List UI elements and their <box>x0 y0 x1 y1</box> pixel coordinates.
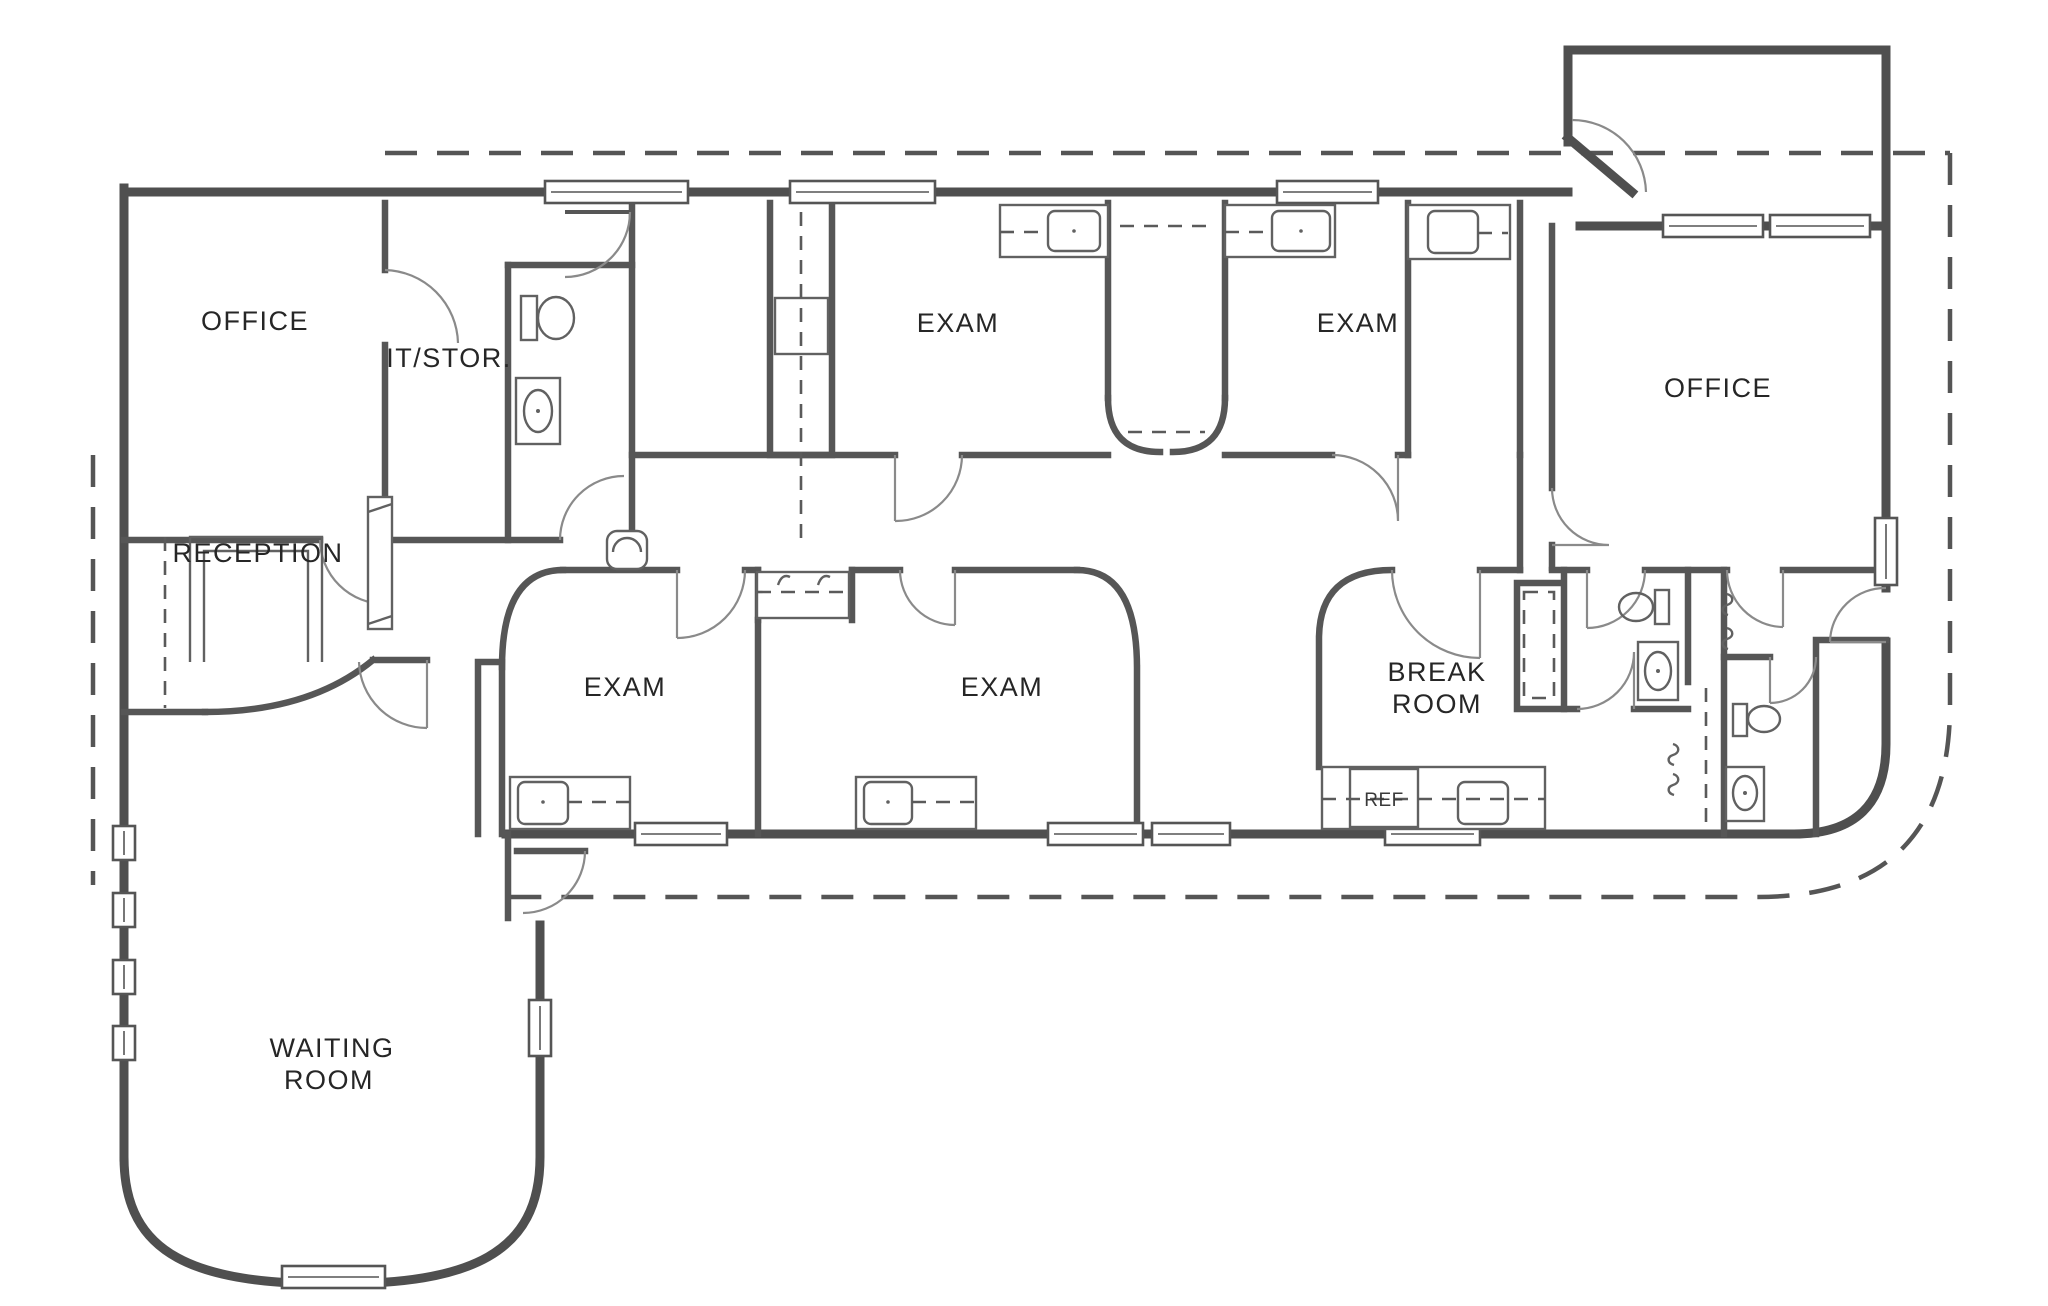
utility-closet-cabinet <box>773 212 830 548</box>
door-arc-hall-right-1 <box>1585 569 1647 630</box>
door-arc-right-exterior <box>1828 586 1887 644</box>
window-left-3 <box>111 958 137 996</box>
wall-vestibule <box>1563 45 1891 231</box>
room-label-exam-top-left: EXAM <box>917 308 1000 338</box>
window-bottom-1 <box>633 821 729 847</box>
wall-alcove-sides <box>1104 199 1229 402</box>
room-label-break-room-1: BREAK <box>1387 657 1486 687</box>
room-labels: OFFICE IT/STOR. EXAM EXAM OFFICE RECEPTI… <box>172 306 1772 1095</box>
room-label-exam-mid-right: EXAM <box>961 672 1044 702</box>
window-right-wing <box>1873 516 1899 587</box>
door-arc-exam-top1 <box>893 454 964 523</box>
door-arc-waiting-entry <box>522 850 587 915</box>
sink-counter-nook <box>1406 203 1512 261</box>
door-arc-itstor <box>384 268 460 344</box>
sink-counter-exam-top2 <box>1223 203 1337 259</box>
sink-icon-top-wc <box>514 376 562 446</box>
door-arc-wcB <box>1768 656 1818 705</box>
reception-desk <box>163 495 394 708</box>
fixtures: REF <box>163 203 1782 831</box>
room-label-waiting-room-2: ROOM <box>284 1065 374 1095</box>
window-top-1 <box>543 179 690 205</box>
toilet-icon-wcB <box>1731 702 1782 738</box>
toilet-icon-wcA <box>1617 588 1671 626</box>
wall-right-rounded <box>1789 221 1891 839</box>
wall-unit-exam-mid1 <box>605 529 649 571</box>
canopy-dashed-outline <box>90 150 1953 900</box>
wall-exam-mid1-curve <box>498 566 567 671</box>
wall-entry-diagonal <box>1561 131 1639 199</box>
wall-break-curve <box>1315 566 1396 771</box>
window-bottom-3 <box>1150 821 1232 847</box>
door-arc-exam-mid2 <box>898 569 957 627</box>
hand-wash-station <box>755 570 851 620</box>
door-arc-reception-hall <box>357 660 429 730</box>
room-label-exam-mid-left: EXAM <box>584 672 667 702</box>
door-arc-vestibule-entry <box>1571 118 1648 193</box>
window-top-2 <box>788 179 937 205</box>
room-label-exam-top-right: EXAM <box>1317 308 1400 338</box>
windows <box>111 179 1899 1290</box>
room-label-office-top-left: OFFICE <box>201 306 309 336</box>
wall-wcB <box>1720 653 1774 838</box>
window-left-2 <box>111 891 137 929</box>
window-bottom-2 <box>1046 821 1145 847</box>
wall-waiting-bay-right <box>329 920 545 1289</box>
window-top-3 <box>1275 179 1380 205</box>
sink-counter-exam-mid2 <box>854 775 978 831</box>
break-room-counter: REF <box>1320 765 1547 831</box>
room-label-waiting-room-1: WAITING <box>270 1033 395 1063</box>
door-arc-exam-mid1 <box>675 569 747 640</box>
window-left-1 <box>111 824 137 862</box>
sink-counter-exam-top1 <box>998 203 1110 259</box>
door-arc-wc-top <box>558 474 625 541</box>
window-office2-2 <box>1768 213 1872 239</box>
room-label-reception: RECEPTION <box>172 538 343 568</box>
window-office2-1 <box>1661 213 1765 239</box>
window-left-4 <box>111 1024 137 1062</box>
toilet-icon-top <box>519 294 576 342</box>
door-arc-break-room <box>1390 569 1482 660</box>
door-arc-rear-exterior <box>564 211 632 279</box>
door-arc-office2 <box>1550 487 1610 547</box>
wall-right-room <box>1812 636 1890 838</box>
closet-shelves-dashed <box>1522 590 1556 700</box>
room-label-office-top-right: OFFICE <box>1664 373 1772 403</box>
sink-icon-wcA <box>1636 640 1680 702</box>
door-arc-wcA <box>1576 651 1636 711</box>
wall-exam-mid2-curve <box>1073 566 1141 838</box>
wall-waiting-hall <box>474 658 506 838</box>
door-arc-hall-right-2 <box>1725 569 1785 629</box>
room-label-break-room-2: ROOM <box>1392 689 1482 719</box>
wall-wcA <box>1560 566 1692 713</box>
door-arc-exam-top2 <box>1331 453 1400 522</box>
wall-alcove-curves <box>1104 394 1229 456</box>
coat-hook-icons <box>1667 592 1734 797</box>
window-waiting-right <box>527 998 553 1058</box>
canopy-line-right-bottom <box>505 153 1953 900</box>
refrigerator-label: REF <box>1364 790 1404 811</box>
room-label-it-stor: IT/STOR. <box>386 343 512 373</box>
sink-counter-exam-mid1 <box>508 775 632 831</box>
wall-reception-curve <box>201 655 431 716</box>
alcove-shelf-dashed <box>1120 224 1213 434</box>
wall-closet-right-wing <box>1513 566 1568 713</box>
window-bay-bottom <box>280 1264 387 1290</box>
sink-icon-wcB <box>1724 765 1766 823</box>
